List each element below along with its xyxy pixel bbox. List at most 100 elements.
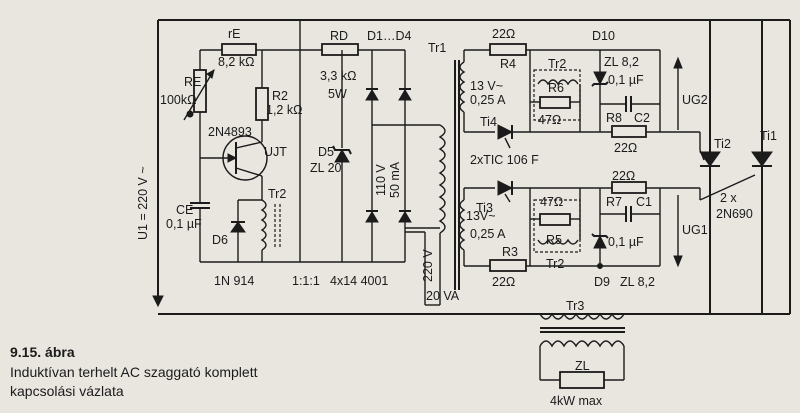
label-UG2: UG2 — [682, 93, 708, 107]
label-Tr3: Tr3 — [566, 299, 584, 313]
label-D9: D9 — [594, 275, 610, 289]
label-Tr2-top: Tr2 — [548, 57, 566, 71]
label-tr1-primary: 220 V — [421, 249, 435, 282]
label-bridge-dc: 110 V — [374, 164, 388, 196]
wiper-dot — [186, 110, 194, 118]
label-D6: D6 — [212, 233, 228, 247]
ujt-trigger-section — [183, 20, 301, 263]
pulse-transformer-top — [537, 79, 579, 86]
label-D5-value: ZL 20 — [310, 161, 342, 175]
label-R2-value: 1,2 kΩ — [266, 103, 302, 117]
label-Ti1: Ti1 — [760, 129, 777, 143]
pulse-transformer-left — [260, 199, 267, 251]
zener-D10 — [593, 71, 607, 86]
label-R7: R7 — [606, 195, 622, 209]
transformer-Tr3 — [539, 312, 625, 320]
resistor-R5 — [539, 213, 571, 226]
supply-voltage-label: U1 = 220 V ~ — [136, 166, 150, 240]
label-C1-value: 0,1 µF — [608, 235, 644, 249]
label-Ti2: Ti2 — [714, 137, 731, 151]
label-bridge-diodes: 4x14 4001 — [330, 274, 388, 288]
label-thyristor-pair: 2xTIC 106 F — [470, 153, 539, 167]
label-CE: CE — [176, 203, 193, 217]
label-ujt: UJT — [264, 145, 287, 159]
label-D1-D4: D1…D4 — [367, 29, 412, 43]
label-ti-pair-type: 2N690 — [716, 207, 753, 221]
label-R3: R3 — [502, 245, 518, 259]
label-R7-value-top: 22Ω — [612, 169, 635, 183]
thyristor-Ti2 — [699, 151, 721, 167]
bridge-diode-3 — [365, 211, 379, 223]
label-R3-value: 22Ω — [492, 275, 515, 289]
label-UG1: UG1 — [682, 223, 708, 237]
bridge-diode-4 — [398, 211, 412, 223]
thyristor-Ti4 — [497, 124, 514, 140]
label-tr1-power: 20 VA — [426, 289, 460, 303]
label-Ti4: Ti4 — [480, 115, 497, 129]
label-C2-top-value: 0,1 µF — [608, 73, 644, 87]
label-D5: D5 — [318, 145, 334, 159]
component-labels: rE 8,2 kΩ RE 100kΩ R2 1,2 kΩ 2N4893 UJT … — [160, 27, 777, 408]
label-D10: D10 — [592, 29, 615, 43]
label-diode-type: 1N 914 — [214, 274, 254, 288]
label-R5: R5 — [546, 233, 562, 247]
bridge-diode-1 — [365, 89, 379, 101]
label-sec-top-a: 0,25 A — [470, 93, 506, 107]
label-R2: R2 — [272, 89, 288, 103]
label-RD-power: 5W — [328, 87, 347, 101]
label-RE: RE — [184, 75, 201, 89]
label-R6-value: 47Ω — [538, 113, 561, 127]
label-rE: rE — [228, 27, 241, 41]
label-R4-value: 22Ω — [492, 27, 515, 41]
label-R8-value: 22Ω — [614, 141, 637, 155]
figure-caption-line1: Induktívan terhelt AC szaggató komplett — [10, 364, 258, 380]
resistor-R8 — [611, 125, 647, 138]
diode-D6 — [230, 221, 246, 233]
label-sec-top-v: 13 V~ — [470, 79, 503, 93]
thyristor-Ti3 — [497, 180, 514, 196]
figure-caption-line2: kapcsolási vázlata — [10, 383, 124, 399]
transformer-Tr1 — [405, 60, 466, 306]
load-section — [539, 312, 625, 389]
resistor-R4 — [489, 43, 527, 56]
label-RD: RD — [330, 29, 348, 43]
label-bridge-current: 50 mA — [388, 161, 402, 198]
label-R4: R4 — [500, 57, 516, 71]
main-thyristors — [699, 20, 773, 314]
label-Ti3: Ti3 — [476, 201, 493, 215]
load-impedance-ZL — [559, 371, 605, 389]
label-Tr2-bottom: Tr2 — [546, 257, 564, 271]
label-RD-value: 3,3 kΩ — [320, 69, 356, 83]
label-transistor-type: 2N4893 — [208, 125, 252, 139]
label-Tr2-left: Tr2 — [268, 187, 286, 201]
supply-voltage-arrow — [152, 30, 164, 308]
label-sec-bot-v: 13V~ — [466, 209, 496, 223]
label-sec-bot-a: 0,25 A — [470, 227, 506, 241]
resistor-R6 — [539, 96, 571, 109]
label-ti-pair-count: 2 x — [720, 191, 737, 205]
label-ratio: 1:1:1 — [292, 274, 320, 288]
resistor-R3 — [489, 259, 527, 272]
label-C2: C2 — [634, 111, 650, 125]
label-load-power: 4kW max — [550, 394, 603, 408]
zener-D9 — [593, 234, 607, 249]
bridge-diode-2 — [398, 89, 412, 101]
upper-gate-circuit — [463, 43, 701, 150]
label-RE-value: 100kΩ — [160, 93, 196, 107]
figure-number: 9.15. ábra — [10, 344, 75, 360]
label-rE-value: 8,2 kΩ — [218, 55, 254, 69]
label-Tr1: Tr1 — [428, 41, 446, 55]
label-R5-value: 47Ω — [540, 195, 563, 209]
resistor-RD — [321, 43, 359, 56]
label-D9-value: ZL 8,2 — [620, 275, 655, 289]
resistor-R7 — [611, 181, 647, 194]
label-ZL: ZL — [575, 359, 590, 373]
resistor-rE — [221, 43, 257, 56]
label-D10-value: ZL 8,2 — [604, 55, 639, 69]
label-C1: C1 — [636, 195, 652, 209]
lower-gate-circuit — [463, 180, 700, 272]
dc-supply-section — [299, 43, 440, 263]
label-R8: R8 — [606, 111, 622, 125]
